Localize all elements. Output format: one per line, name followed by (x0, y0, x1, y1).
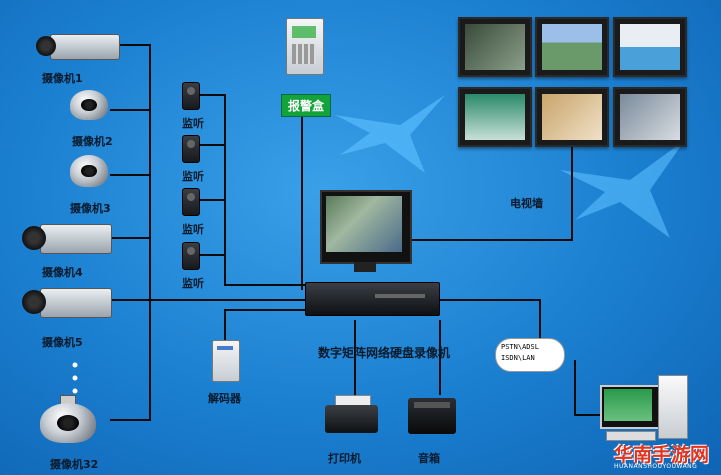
tv-wall (455, 15, 695, 150)
label-listen-4: 监听 (182, 277, 204, 290)
listen-device-3 (182, 188, 200, 216)
label-printer: 打印机 (328, 452, 361, 465)
tv-screen-3 (613, 17, 687, 77)
listen-device-2 (182, 135, 200, 163)
camera-5 (18, 284, 113, 320)
camera-2 (70, 90, 110, 122)
camera-4 (18, 220, 113, 256)
camera-32 (38, 395, 98, 445)
label-network: PSTN\ADSL ISDN\LAN (501, 343, 539, 362)
remote-computer (600, 375, 690, 450)
star-decoration-center (335, 95, 445, 173)
tv-screen-5 (535, 87, 609, 147)
label-camera-2: 摄像机2 (72, 135, 113, 148)
label-camera-5: 摄像机5 (42, 336, 83, 349)
alarm-box-device (286, 18, 324, 75)
label-listen-2: 监听 (182, 170, 204, 183)
star-decoration-right (560, 140, 685, 238)
decoder-device (212, 340, 240, 382)
speaker-device (408, 398, 458, 436)
watermark-url: HUANANSHOUYOUWANG (614, 463, 698, 470)
ellipsis-dots (72, 362, 78, 394)
label-listen-1: 监听 (182, 117, 204, 130)
dvr-recorder (305, 282, 440, 318)
label-camera-4: 摄像机4 (42, 266, 83, 279)
label-camera-1: 摄像机1 (42, 72, 83, 85)
tv-screen-1 (458, 17, 532, 77)
label-alarm-box: 报警盒 (281, 94, 332, 117)
label-decoder: 解码器 (208, 392, 241, 405)
label-camera-32: 摄像机32 (50, 458, 99, 471)
listen-device-4 (182, 242, 200, 270)
label-tv-wall: 电视墙 (510, 197, 543, 210)
camera-3 (70, 155, 110, 189)
tv-screen-6 (613, 87, 687, 147)
label-speaker: 音箱 (418, 452, 440, 465)
listen-device-1 (182, 82, 200, 110)
label-dvr: 数字矩阵网络硬盘录像机 (318, 346, 451, 360)
label-camera-3: 摄像机3 (70, 202, 111, 215)
dvr-monitor (320, 190, 412, 275)
printer-device (325, 395, 380, 440)
label-listen-3: 监听 (182, 223, 204, 236)
camera-1 (30, 28, 120, 60)
tv-screen-2 (535, 17, 609, 77)
watermark-brand: 华南手游网 (614, 444, 710, 466)
tv-screen-4 (458, 87, 532, 147)
watermark: 华南手游网 HUANANSHOUYOUWANG (590, 440, 718, 474)
network-cloud: PSTN\ADSL ISDN\LAN (495, 338, 565, 372)
